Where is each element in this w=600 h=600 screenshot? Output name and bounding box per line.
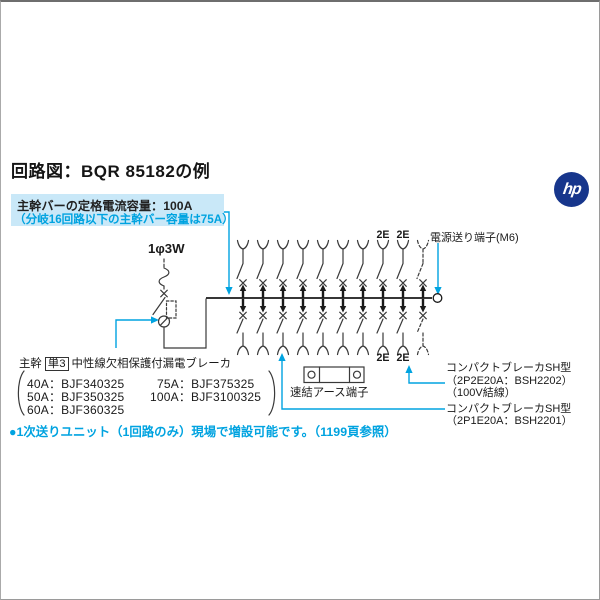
branch-circuit xyxy=(296,239,310,356)
branch-circuit xyxy=(256,239,270,356)
earth-terminal-symbol xyxy=(303,366,365,384)
model-60a: 60A：BJF360325 xyxy=(27,402,125,417)
main-breaker-suffix: 中性線欠相保護付漏電ブレーカ xyxy=(71,358,232,370)
main-breaker-prefix: 主幹 xyxy=(19,358,42,370)
branch-circuit xyxy=(316,239,330,356)
branch-circuit xyxy=(236,239,250,356)
power-feed-label: 電源送り端子(M6) xyxy=(430,232,519,244)
single-phase-3wire-badge: 単3 xyxy=(44,357,69,371)
sh2202-line1: コンパクトブレーカSH型 xyxy=(446,362,572,374)
hp-logo-text: hp xyxy=(561,180,582,198)
top-2e-label-1: 2E xyxy=(376,229,390,241)
model-40a: 40A：BJF340325 xyxy=(27,376,125,391)
branch-circuits xyxy=(236,239,430,356)
capacity-line1: 主幹バーの定格電流容量：100A xyxy=(17,199,193,213)
branch-circuit xyxy=(396,239,410,356)
sh2201-line1: コンパクトブレーカSH型 xyxy=(446,402,572,415)
branch-circuit xyxy=(336,239,350,356)
model-50a: 50A：BJF350325 xyxy=(27,389,125,404)
main-breaker-symbol xyxy=(152,258,207,349)
bottom-2e-label-1: 2E xyxy=(376,352,390,364)
branch-circuit xyxy=(276,239,290,356)
sh-breaker-2p2e-callout: コンパクトブレーカSH型 （2P2E20A：BSH2202） （100V結線） xyxy=(446,362,573,400)
page-title: 回路図：BQR 85182の例 xyxy=(11,162,211,181)
earth-terminal-label: 速結アース端子 xyxy=(290,387,369,399)
callout-lines xyxy=(115,211,445,410)
model-100a: 100A：BJF3100325 xyxy=(150,389,262,404)
model-list-brackets xyxy=(17,370,276,416)
sh-breaker-2p1e-callout: コンパクトブレーカSH型 （2P1E20A：BSH2201） xyxy=(446,403,573,428)
bottom-2e-label-2: 2E xyxy=(396,352,410,364)
branch-circuit xyxy=(376,239,390,356)
footnote: ●1次送りユニット（1回路のみ）現場で増設可能です。（1199頁参照） xyxy=(9,425,397,439)
model-75a: 75A：BJF375325 xyxy=(157,376,255,391)
hp-logo: hp xyxy=(554,172,589,207)
branch-circuit xyxy=(356,239,370,356)
top-2e-label-2: 2E xyxy=(396,229,410,241)
capacity-line2: （分岐16回路以下の主幹バー容量は75A） xyxy=(14,213,234,226)
branch-circuit xyxy=(416,239,430,356)
sh2201-line2: （2P1E20A：BSH2201） xyxy=(446,415,573,428)
main-bar-capacity-note: 主幹バーの定格電流容量：100A （分岐16回路以下の主幹バー容量は75A） xyxy=(11,194,234,226)
sh2202-line3: （100V結線） xyxy=(446,387,516,400)
power-feed-terminal xyxy=(432,293,443,303)
incoming-phase-label: 1φ3W xyxy=(148,241,185,256)
sh2202-line2: （2P2E20A：BSH2202） xyxy=(446,374,573,387)
